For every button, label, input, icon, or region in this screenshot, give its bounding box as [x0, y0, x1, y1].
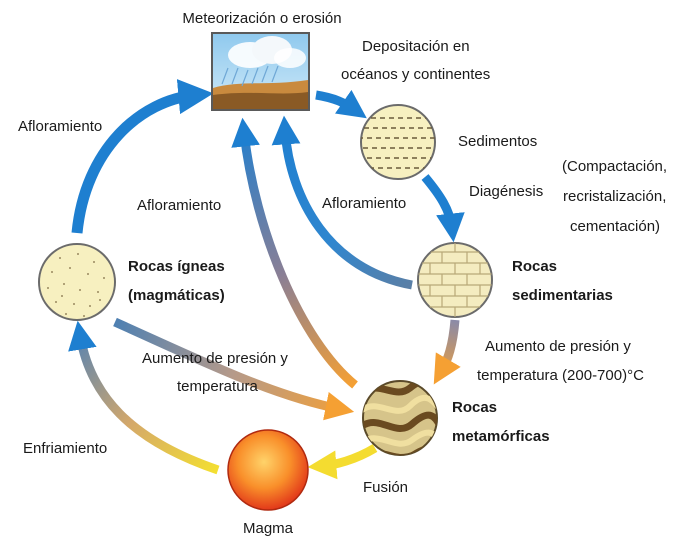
- arrow-uplift-sedimentary-to-weathering: [271, 115, 413, 290]
- magma-label: Magma: [242, 520, 294, 537]
- rain-cloud-landscape-icon: [211, 32, 310, 111]
- molten-sphere-icon: [227, 429, 309, 511]
- sediments-label: Sedimentos: [458, 133, 538, 150]
- arrow-deposition: [315, 89, 367, 119]
- sedimentary-label-line1: Rocas: [512, 258, 558, 275]
- arrow-cooling: [68, 320, 220, 475]
- speckled-circle-icon: [38, 243, 116, 321]
- igneous-label-line1: Rocas ígneas: [128, 258, 225, 275]
- arrow-uplift-igneous-to-weathering: [71, 79, 214, 234]
- igneous-label-line2: (magmáticas): [128, 287, 225, 304]
- pressure-right-line2: temperatura (200-700)°C: [477, 367, 644, 384]
- uplift-left-label: Afloramiento: [18, 118, 103, 135]
- arrow-melting: [307, 444, 378, 480]
- cooling-label: Enfriamiento: [23, 440, 108, 457]
- metamorphic-label-line1: Rocas: [452, 399, 498, 416]
- arrow-uplift-metamorphic-to-weathering: [231, 117, 358, 389]
- pressure-left-line2: temperatura: [177, 378, 258, 395]
- weathering-label: Meteorización o erosión: [182, 10, 342, 27]
- pressure-right-line1: Aumento de presión y: [485, 338, 631, 355]
- deposition-label-line2: océanos y continentes: [341, 66, 491, 83]
- uplift-right-label: Afloramiento: [322, 195, 407, 212]
- arrow-diagenesis: [421, 174, 465, 243]
- folded-layer-circle-icon: [362, 380, 438, 456]
- pressure-left-line1: Aumento de presión y: [142, 350, 288, 367]
- arrow-pressure-igneous-to-metamorphic: [113, 317, 355, 421]
- diagenesis-detail-2: recristalización,: [563, 188, 667, 205]
- sedimentary-label-line2: sedimentarias: [512, 287, 613, 304]
- metamorphic-label-line2: metamórficas: [452, 428, 550, 445]
- deposition-label-line1: Depositación en: [362, 38, 470, 55]
- diagenesis-detail-1: (Compactación,: [562, 158, 668, 175]
- arrow-pressure-sedimentary-to-metamorphic: [433, 319, 461, 385]
- melting-label: Fusión: [363, 479, 409, 496]
- brick-layer-circle-icon: [417, 242, 493, 318]
- uplift-middle-label: Afloramiento: [137, 197, 222, 214]
- dashed-sediment-circle-icon: [360, 104, 436, 180]
- diagenesis-label: Diagénesis: [469, 183, 544, 200]
- diagenesis-detail-3: cementación): [570, 218, 661, 235]
